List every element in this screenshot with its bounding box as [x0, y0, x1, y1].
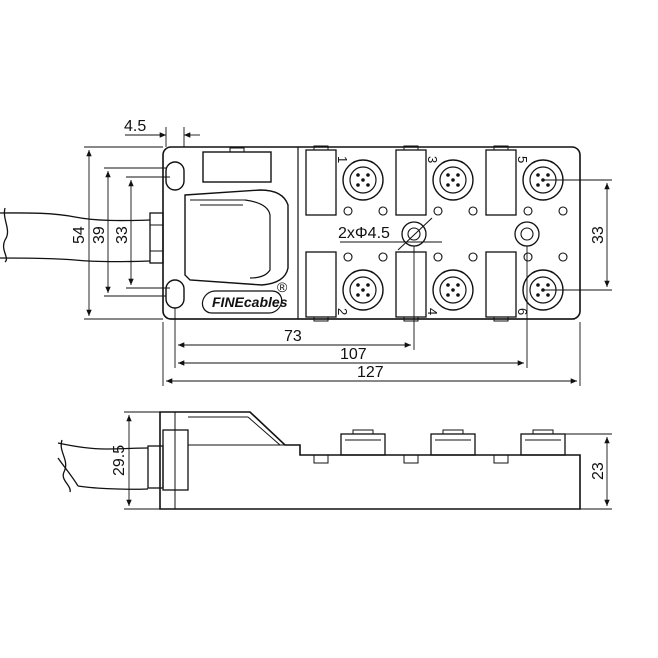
- gland-cover: [184, 189, 289, 286]
- led-indicators: [343, 206, 568, 262]
- port-number-1: 1: [335, 156, 350, 163]
- side-connector-3: [520, 429, 566, 456]
- logo-text: FINEcables: [212, 294, 288, 310]
- dim-23: 23: [565, 433, 612, 510]
- label-block: [202, 151, 272, 183]
- top-view: FINEcables ®: [0, 118, 612, 386]
- dim-4-5-label: 4.5: [124, 118, 146, 135]
- dim-54: 54: [71, 146, 163, 320]
- dim-39: 39: [91, 167, 166, 297]
- cable-gland-top: [149, 212, 164, 264]
- dim-4-5: 4.5: [124, 118, 200, 147]
- connector-port-1: [342, 159, 384, 201]
- connector-port-2: [342, 269, 384, 311]
- port-number-3: 3: [425, 156, 440, 163]
- hole-spec-label: 2xΦ4.5: [338, 225, 390, 242]
- brand-logo: FINEcables ®: [201, 279, 288, 314]
- port-number-6: 6: [515, 308, 530, 315]
- dim-33-right: 33: [543, 179, 612, 291]
- connector-port-4: [432, 269, 474, 311]
- dim-33-right-label: 33: [590, 226, 607, 244]
- dim-73-label: 73: [284, 328, 302, 345]
- side-connector-1: [340, 429, 386, 456]
- port-number-5: 5: [515, 156, 530, 163]
- dim-54-label: 54: [71, 226, 88, 244]
- dim-107: 107: [174, 246, 528, 368]
- dim-29-5-label: 29.5: [111, 445, 128, 476]
- dim-33-left: 33: [114, 176, 170, 289]
- side-connector-2: [430, 429, 476, 456]
- dim-29-5: 29.5: [111, 411, 160, 510]
- dim-127-label: 127: [357, 364, 384, 381]
- dim-73: 73: [174, 246, 415, 350]
- side-view: 29.5 23: [57, 411, 612, 510]
- connector-port-3: [432, 159, 474, 201]
- mounting-slot-bottom: [165, 279, 185, 309]
- dim-39-label: 39: [91, 226, 108, 244]
- port-number-2: 2: [335, 308, 350, 315]
- mounting-hole-right: [514, 221, 540, 247]
- cable-side: [57, 439, 149, 493]
- mounting-slot-top: [165, 161, 185, 191]
- dim-33-left-label: 33: [114, 226, 131, 244]
- housing-side: [159, 411, 581, 510]
- dim-127: 127: [162, 322, 581, 386]
- label-slots: [305, 145, 517, 322]
- port-number-4: 4: [425, 308, 440, 315]
- dim-107-label: 107: [340, 346, 367, 363]
- registered-mark: ®: [277, 279, 288, 295]
- dim-23-label: 23: [590, 462, 607, 480]
- cable-top: [0, 207, 151, 263]
